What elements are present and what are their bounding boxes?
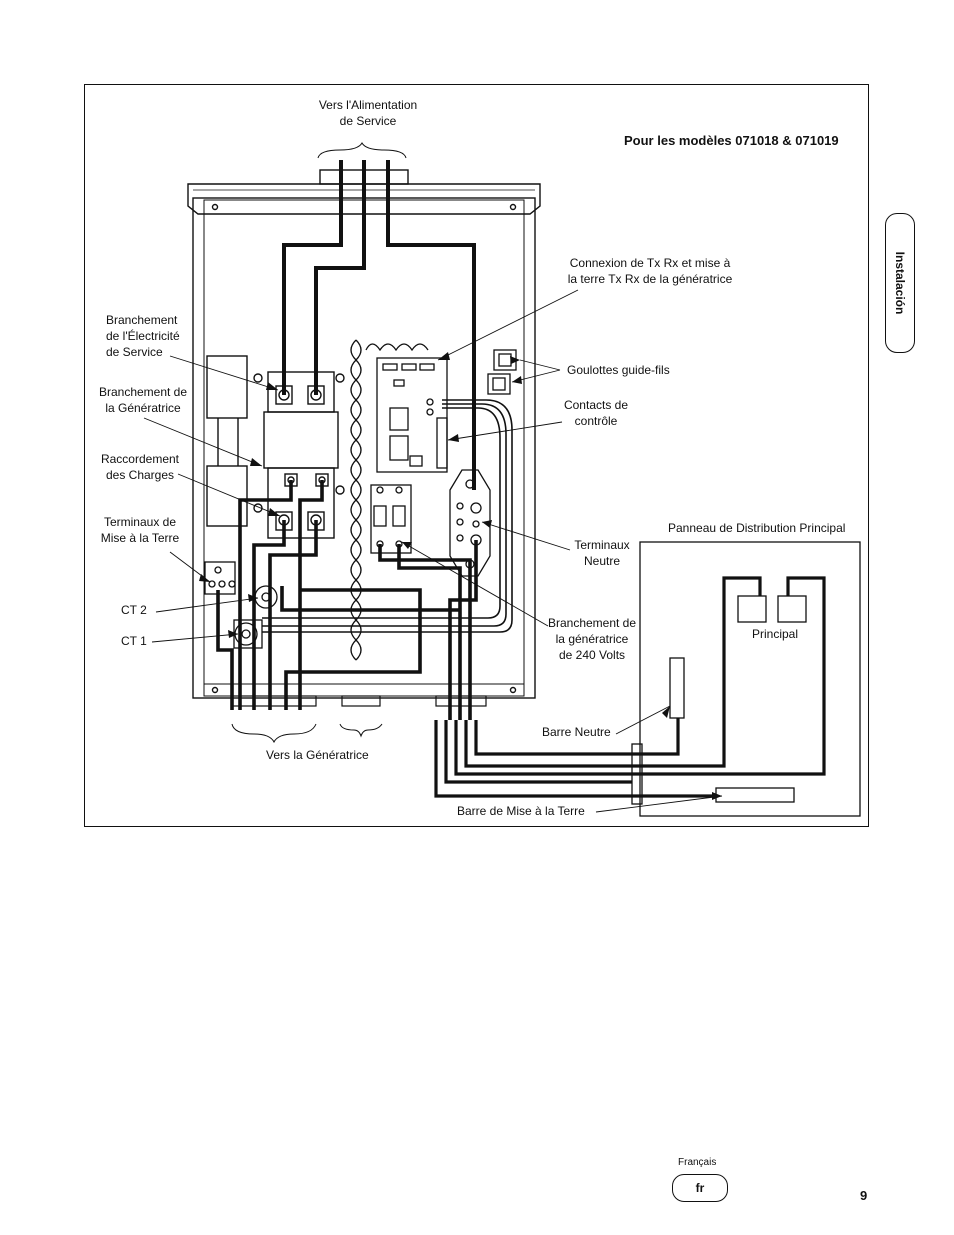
transfer-switch	[206, 355, 345, 539]
label-generator-connection: Branchement de la Génératrice	[98, 385, 188, 415]
neutral-block	[449, 469, 491, 577]
label-to-generator: Vers la Génératrice	[266, 748, 369, 762]
label-main-panel: Panneau de Distribution Principal	[668, 521, 846, 535]
label-neutral-bar: Barre Neutre	[542, 725, 611, 739]
label-txrx: Connexion de Tx Rx et mise à la terre Tx…	[567, 256, 733, 286]
heavy-wires	[216, 480, 478, 720]
language-caption: Français	[678, 1157, 717, 1168]
service-wires	[282, 160, 476, 490]
label-ct2: CT 2	[121, 603, 147, 617]
diagram-title: Pour les modèles 071018 & 071019	[624, 133, 839, 148]
label-service-connection: Branchement de l'Électricité de Service	[106, 313, 180, 359]
page-number: 9	[860, 1188, 868, 1203]
label-principal: Principal	[752, 627, 799, 641]
panel-feeders	[434, 576, 826, 798]
control-wires	[262, 399, 513, 633]
generator-breaker	[370, 484, 412, 554]
section-tab-label: Instalación	[893, 251, 907, 315]
label-load-connection: Raccordement des Charges	[100, 452, 180, 482]
label-ground-bar: Barre de Mise à la Terre	[457, 804, 585, 818]
leader-arrowheads	[199, 352, 722, 800]
label-neutral-terminals: Terminaux Neutre	[574, 538, 630, 568]
braces	[231, 141, 407, 744]
wire-harness	[350, 339, 429, 661]
language-badge: fr	[672, 1174, 728, 1202]
control-board	[376, 357, 448, 473]
label-wire-guides: Goulottes guide-fils	[567, 363, 670, 377]
main-panel	[631, 541, 861, 817]
label-ct1: CT 1	[121, 634, 147, 648]
diagram-frame	[84, 84, 869, 827]
section-tab: Instalación	[885, 213, 915, 353]
leader-lines	[143, 289, 723, 813]
wire-guides	[487, 349, 517, 395]
label-gen-240: Branchement de la génératrice de 240 Vol…	[547, 616, 637, 662]
label-control-contacts: Contacts de contrôle	[563, 398, 629, 428]
label-service-supply: Vers l'Alimentation de Service	[318, 98, 418, 128]
label-ground-terminals: Terminaux de Mise à la Terre	[100, 515, 180, 545]
